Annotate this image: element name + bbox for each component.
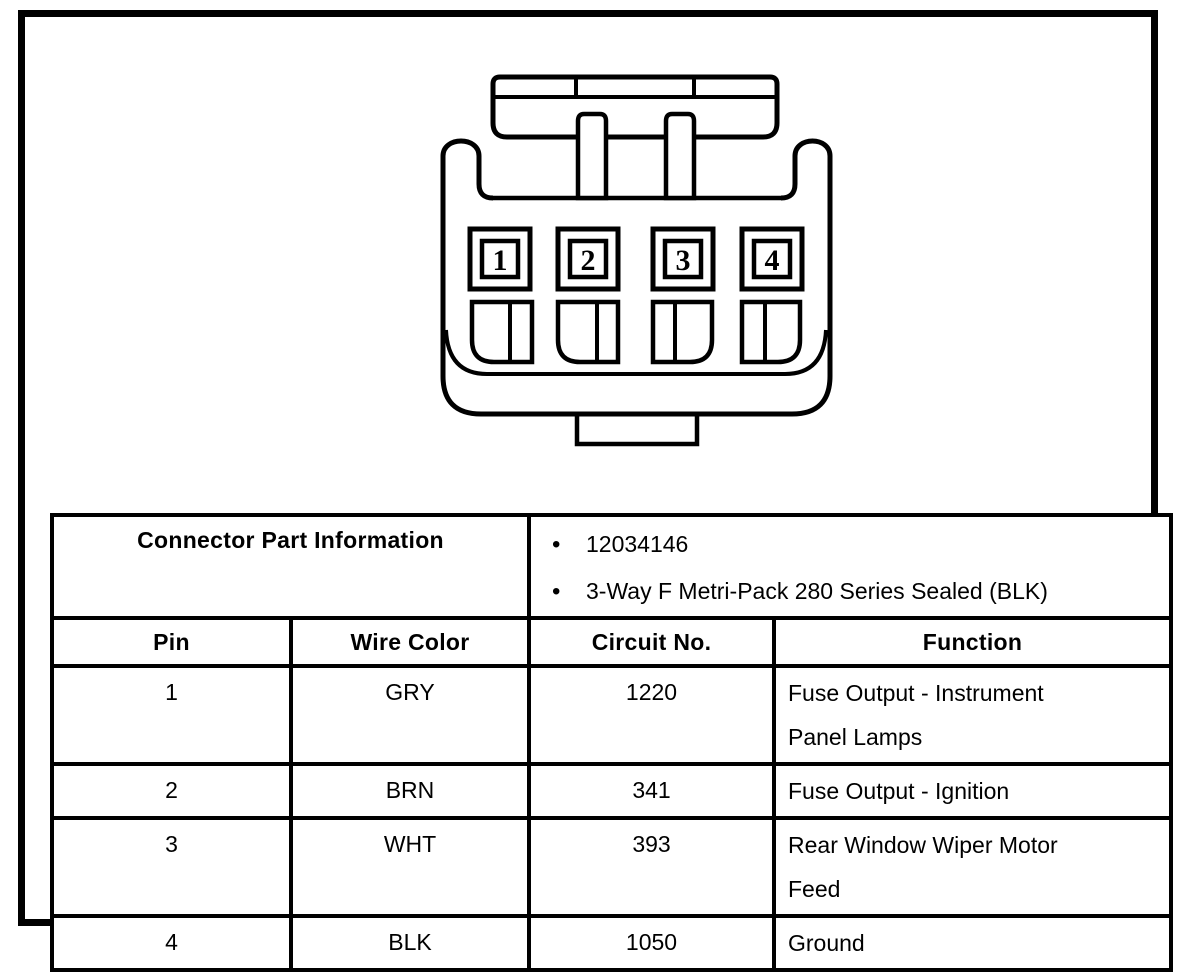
part-number-item: • 12034146 xyxy=(533,521,1167,568)
column-header-wire-color: Wire Color xyxy=(289,616,531,668)
table-row: 2 BRN 341 Fuse Output - Ignition xyxy=(50,762,1173,820)
circuit-no-cell: 341 xyxy=(527,762,776,820)
lower-cavity-1 xyxy=(469,299,535,365)
lower-cavity-1-outline xyxy=(469,299,535,365)
cavity-number-3: 3 xyxy=(676,244,691,277)
table-row: 4 BLK 1050 Ground xyxy=(50,914,1173,972)
pin-cell: 1 xyxy=(50,664,293,766)
cavity-3-inner xyxy=(662,238,704,280)
lower-cavity-3 xyxy=(650,299,715,365)
cavity-number-1: 1 xyxy=(493,244,508,277)
cavity-number-4: 4 xyxy=(765,244,780,277)
function-cell: Fuse Output - Instrument Panel Lamps xyxy=(772,664,1173,766)
part-description: 3-Way F Metri-Pack 280 Series Sealed (BL… xyxy=(586,578,1048,604)
circuit-no-cell: 1050 xyxy=(527,914,776,972)
connector-top-tab xyxy=(490,74,780,140)
rim-line xyxy=(444,329,828,376)
header-row: Pin Wire Color Circuit No. Function xyxy=(50,616,1173,668)
column-header-pin: Pin xyxy=(50,616,293,668)
wire-color-cell: BRN xyxy=(289,762,531,820)
prong-right xyxy=(663,111,697,201)
circuit-no-cell: 393 xyxy=(527,816,776,918)
bullet-icon: • xyxy=(552,577,561,605)
cavity-1-inner xyxy=(479,238,521,280)
pinout-table: Connector Part Information • 12034146 • … xyxy=(50,513,1173,972)
page-frame: 1 2 3 4 Connector Part Information • 120… xyxy=(18,10,1173,972)
part-info-label-cell: Connector Part Information xyxy=(50,513,531,620)
wire-color-cell: GRY xyxy=(289,664,531,766)
bullet-icon: • xyxy=(552,530,561,558)
function-cell: Fuse Output - Ignition xyxy=(772,762,1173,820)
lower-cavity-2 xyxy=(555,299,621,365)
cavity-4 xyxy=(739,226,805,292)
wire-color-cell: BLK xyxy=(289,914,531,972)
cavity-4-inner xyxy=(751,238,793,280)
scanned-connector-page: { "page": { "background": "#ffffff", "in… xyxy=(18,10,1173,972)
top-tab-outline xyxy=(490,74,780,140)
lower-cavity-2-outline xyxy=(555,299,621,365)
circuit-no-cell: 1220 xyxy=(527,664,776,766)
pin-cell: 2 xyxy=(50,762,293,820)
part-description-item: • 3-Way F Metri-Pack 280 Series Sealed (… xyxy=(533,568,1167,614)
table-row: 3 WHT 393 Rear Window Wiper Motor Feed xyxy=(50,816,1173,918)
bottom-key-tab xyxy=(574,411,700,447)
function-cell: Ground xyxy=(772,914,1173,972)
function-cell: Rear Window Wiper Motor Feed xyxy=(772,816,1173,918)
lower-cavity-3-outline xyxy=(650,299,715,365)
cavity-2-inner xyxy=(567,238,609,280)
part-info-label: Connector Part Information xyxy=(137,527,444,553)
part-number: 12034146 xyxy=(586,531,689,557)
cavity-2 xyxy=(555,226,621,292)
wire-color-cell: WHT xyxy=(289,816,531,918)
connector-diagram: 1 2 3 4 xyxy=(440,74,833,447)
column-header-circuit-no: Circuit No. xyxy=(527,616,776,668)
lower-cavity-4-outline xyxy=(739,299,803,365)
pin-cell: 4 xyxy=(50,914,293,972)
prong-left xyxy=(575,111,609,201)
part-info-row: Connector Part Information • 12034146 • … xyxy=(50,513,1173,620)
connector-body-outline xyxy=(440,138,833,417)
column-header-function: Function xyxy=(772,616,1173,668)
cavity-number-2: 2 xyxy=(581,244,596,277)
cavity-1 xyxy=(467,226,533,292)
part-info-values-cell: • 12034146 • 3-Way F Metri-Pack 280 Seri… xyxy=(527,513,1173,620)
cavity-3 xyxy=(650,226,716,292)
lower-cavity-4 xyxy=(739,299,803,365)
table-row: 1 GRY 1220 Fuse Output - Instrument Pane… xyxy=(50,664,1173,766)
pin-cell: 3 xyxy=(50,816,293,918)
